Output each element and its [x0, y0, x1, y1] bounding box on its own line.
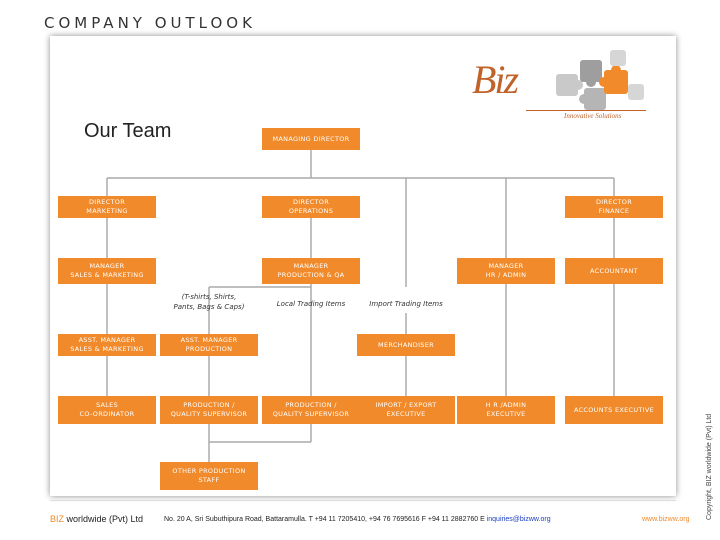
box-asst-manager-production: ASST. MANAGER PRODUCTION: [160, 334, 258, 356]
box-hr-admin-executive: H R /ADMIN EXECUTIVE: [457, 396, 555, 424]
box-production-quality-supervisor-1: PRODUCTION / QUALITY SUPERVISOR: [160, 396, 258, 424]
logo-wordmark: Biz: [472, 57, 519, 102]
box-director-operations: DIRECTOR OPERATIONS: [262, 196, 360, 218]
footer-brand-accent: BIZ: [50, 514, 65, 524]
slide-divider: [50, 500, 676, 501]
label-product-range: (T-shirts, Shirts, Pants, Bags & Caps): [173, 293, 245, 311]
company-logo: Biz Innovative Solutions: [460, 44, 660, 124]
box-other-production-staff: OTHER PRODUCTION STAFF: [160, 462, 258, 490]
label-import-trading: Import Trading Items: [369, 300, 443, 308]
box-import-export-executive: IMPORT / EXPORT EXECUTIVE: [357, 396, 455, 424]
box-sales-coordinator: SALES CO-ORDINATOR: [58, 396, 156, 424]
box-director-marketing: DIRECTOR MARKETING: [58, 196, 156, 218]
footer-company-name: BIZ worldwide (Pvt) Ltd: [50, 514, 143, 524]
logo-tagline: Innovative Solutions: [564, 112, 622, 120]
box-production-quality-supervisor-2: PRODUCTION / QUALITY SUPERVISOR: [262, 396, 360, 424]
footer-website-link[interactable]: www.bizww.org: [642, 516, 690, 523]
logo-underline: [526, 110, 646, 111]
slide-title: Our Team: [84, 120, 172, 142]
box-manager-sales-marketing: MANAGER SALES & MARKETING: [58, 258, 156, 284]
puzzle-icon: [556, 50, 644, 110]
box-accounts-executive: ACCOUNTS EXECUTIVE: [565, 396, 663, 424]
box-managing-director: MANAGING DIRECTOR: [262, 128, 360, 150]
footer-contact: No. 20 A, Sri Subuthipura Road, Battaram…: [164, 516, 551, 523]
footer-email-link[interactable]: inquiries@bizww.org: [486, 516, 551, 523]
box-manager-hr-admin: MANAGER HR / ADMIN: [457, 258, 555, 284]
header-title: COMPANY OUTLOOK: [44, 14, 256, 32]
box-accountant: ACCOUNTANT: [565, 258, 663, 284]
footer-address-text: No. 20 A, Sri Subuthipura Road, Battaram…: [164, 516, 487, 523]
box-director-finance: DIRECTOR FINANCE: [565, 196, 663, 218]
box-asst-manager-sales: ASST. MANAGER SALES & MARKETING: [58, 334, 156, 356]
copyright-text: Copyright, BIZ worldwide (Pvt) Ltd: [706, 413, 713, 520]
footer-brand-rest: worldwide (Pvt) Ltd: [64, 514, 144, 524]
label-local-trading: Local Trading Items: [276, 300, 346, 308]
box-merchandiser: MERCHANDISER: [357, 334, 455, 356]
box-manager-production-qa: MANAGER PRODUCTION & QA: [262, 258, 360, 284]
